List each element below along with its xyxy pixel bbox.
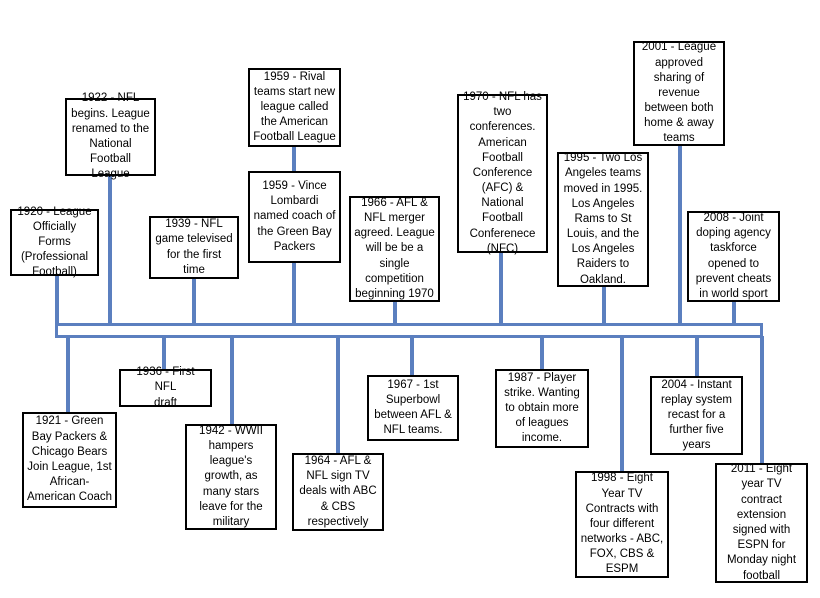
event-1959-lombardi: 1959 - Vince Lombardi named coach of the… [248,171,341,263]
event-1964-tv-deals: 1964 - AFL & NFL sign TV deals with ABC … [292,453,384,531]
event-1942-wwii: 1942 - WWII hampers league's growth, as … [185,424,277,530]
event-1987-player-strike: 1987 - Player strike. Wanting to obtain … [495,369,589,448]
connector-1970 [499,252,503,325]
connector-1959-lombardi [292,262,296,325]
event-1939-nfl-televised: 1939 - NFL game televised for the first … [149,216,239,279]
event-1998-tv-contracts: 1998 - Eight Year TV Contracts with four… [575,471,669,578]
connector-1967 [410,336,414,376]
connector-1964 [336,336,340,454]
connector-2011 [760,336,764,464]
connector-1998 [620,336,624,472]
connector-1942 [230,336,234,425]
connector-1920 [55,275,59,325]
connector-1922 [108,175,112,325]
event-1967-first-superbowl: 1967 - 1st Superbowl between AFL & NFL t… [367,375,459,441]
event-2008-doping-taskforce: 2008 - Joint doping agency taskforce ope… [687,211,780,302]
connector-1995 [602,286,606,325]
connector-1987 [540,336,544,370]
event-1922-nfl-begins: 1922 - NFL begins. League renamed to the… [65,92,156,180]
connector-1939 [192,278,196,325]
event-2011-espn-extension: 2011 - Eight year TV contract extension … [715,463,808,583]
connector-2008 [732,301,736,325]
event-1966-merger: 1966 - AFL & NFL merger agreed. League w… [349,196,440,302]
connector-1959-rival [292,146,296,172]
event-1970-conferences: 1970 - NFL has two conferences. American… [457,91,548,255]
timeline-bar [55,323,763,338]
connector-2001 [678,145,682,325]
connector-1966 [393,301,397,325]
event-2001-revenue-sharing: 2001 - League approved sharing of revenu… [633,41,725,146]
connector-1921 [66,336,70,413]
event-1921-packers-bears: 1921 - Green Bay Packers & Chicago Bears… [22,412,117,508]
event-1936-first-draft: 1936 - First NFL draft [119,366,212,409]
connector-2004 [695,336,699,377]
connector-1936 [162,336,166,370]
event-1959-rival-league: 1959 - Rival teams start new league call… [248,68,341,147]
event-1995-la-teams: 1995 - Two Los Angeles teams moved in 19… [557,152,649,287]
event-1920-league-forms: 1920 - League Officially Forms (Professi… [10,206,99,278]
event-2004-instant-replay: 2004 - Instant replay system recast for … [650,376,743,455]
